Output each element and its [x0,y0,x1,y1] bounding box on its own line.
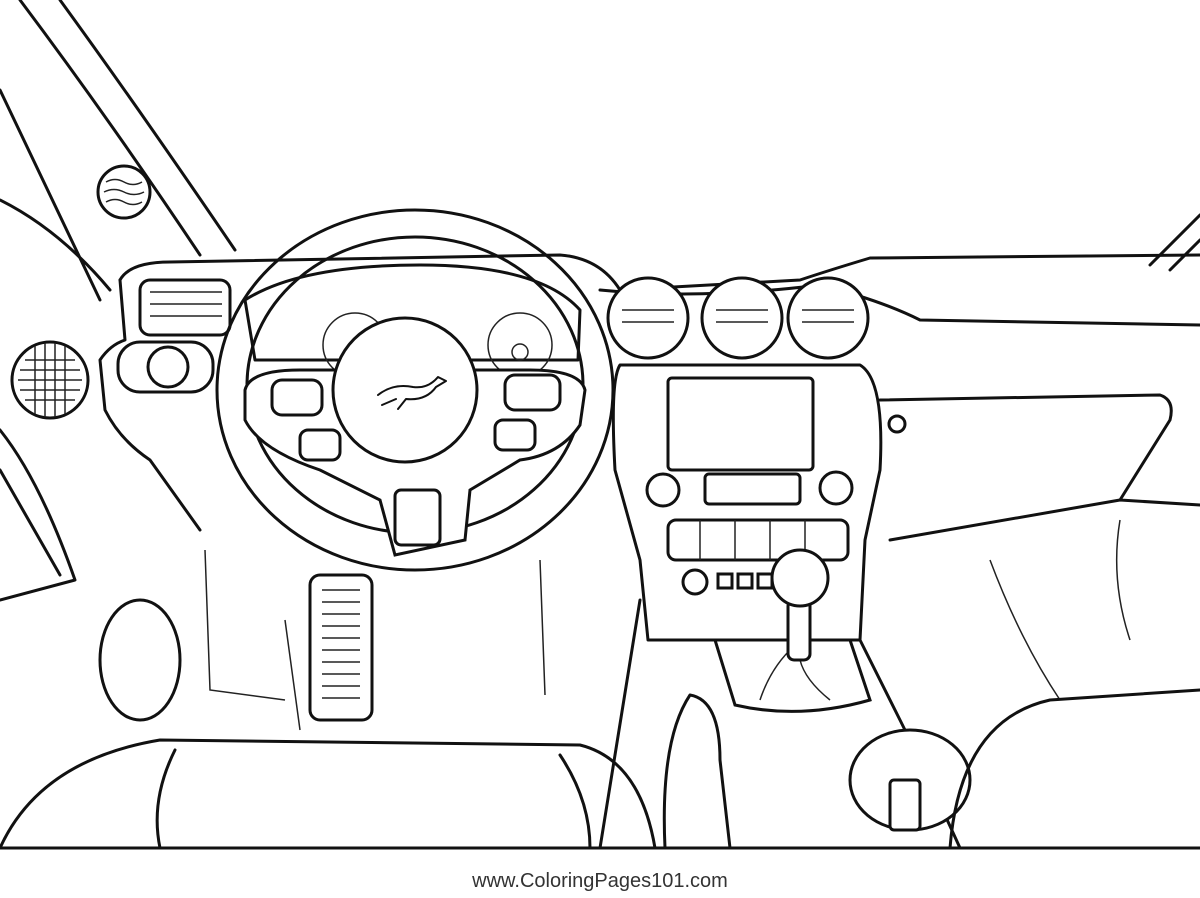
volume-knob[interactable] [645,472,681,508]
speaker-mesh [18,343,82,417]
steering-wheel-hub[interactable] [331,316,479,464]
right-windshield-edge [1148,213,1200,272]
dashboard-left-panel [98,278,202,532]
lower-spoke-trim [393,488,442,547]
switch-2[interactable] [736,572,754,590]
right-wheel-buttons[interactable] [503,373,562,412]
speedometer-needle-hub [511,343,529,361]
cup-holder-divider [888,778,922,832]
mustang-logo-icon [377,376,447,410]
right-lower-buttons[interactable] [493,418,537,452]
speedometer-gauge [487,312,553,378]
switch-1[interactable] [716,572,734,590]
passenger-floor-lines [989,519,1131,701]
passenger-seat [948,688,1200,850]
left-window [0,88,112,302]
driver-seat-bolster [155,748,592,850]
instrument-cluster-hood [243,263,582,362]
tune-knob[interactable] [818,470,854,506]
vent-slats [622,309,854,323]
center-vent-left [606,276,690,360]
hazard-button[interactable] [681,568,709,596]
climate-controls[interactable] [666,518,850,562]
driver-seat [0,738,657,850]
center-vent-middle [700,276,784,360]
radio-display [703,472,802,506]
shifter-boot [712,638,872,713]
switch-3[interactable] [756,572,774,590]
pedal-grip [322,589,360,699]
headlight-knob [146,345,190,389]
passenger-dash [878,393,1200,542]
left-vent-slats [150,291,222,317]
center-vent-right [786,276,870,360]
footwell-lines [204,549,546,731]
accelerator-pedal[interactable] [308,573,374,722]
a-pillar [18,0,237,257]
handbrake [662,693,732,850]
door-speaker-lower [98,598,182,722]
left-air-vent [138,278,232,337]
climate-button-dividers [699,520,806,560]
shifter-shaft [786,598,812,662]
watermark-text: www.ColoringPages101.com [472,870,728,892]
gear-knob[interactable] [770,548,830,608]
infotainment-screen[interactable] [666,376,815,472]
tweeter-grille [103,178,145,206]
left-lower-buttons[interactable] [298,428,342,462]
door-panel [0,428,77,602]
left-wheel-buttons[interactable] [270,378,324,417]
glovebox-latch[interactable] [887,414,907,434]
